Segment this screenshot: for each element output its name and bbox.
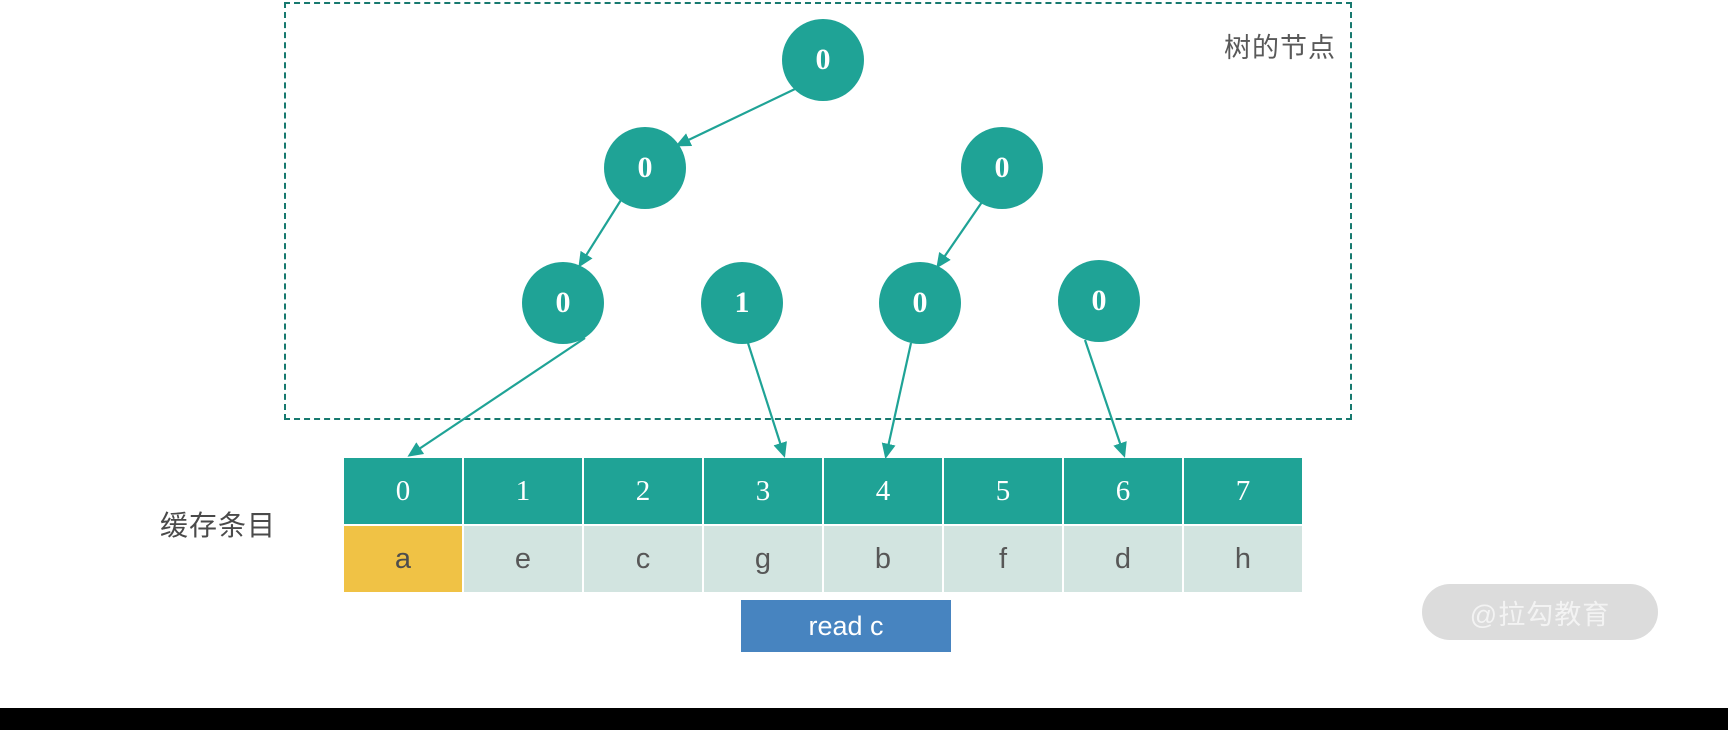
tree-node-l1a: 0 <box>604 127 686 209</box>
tree-node-label: 0 <box>994 151 1010 184</box>
tree-node-l2a: 0 <box>522 262 604 344</box>
cache-index-cell[interactable]: 1 <box>464 458 582 524</box>
tree-region-label: 树的节点 <box>1224 33 1336 63</box>
tree-node-label: 0 <box>637 151 653 184</box>
tree-node-label: 0 <box>912 286 928 319</box>
tree-node-label: 0 <box>555 286 571 319</box>
tree-node-region: 树的节点 <box>284 2 1352 420</box>
cache-index-cell[interactable]: 7 <box>1184 458 1302 524</box>
tree-node-label: 0 <box>815 43 831 76</box>
tree-node-root: 0 <box>782 19 864 101</box>
cache-value-cell[interactable]: h <box>1184 526 1302 592</box>
cache-index-cell[interactable]: 4 <box>824 458 942 524</box>
tree-node-label: 1 <box>734 286 750 319</box>
cache-index-cell[interactable]: 2 <box>584 458 702 524</box>
cache-entries-label: 缓存条目 <box>160 510 277 541</box>
cache-index-cell[interactable]: 0 <box>344 458 462 524</box>
tree-node-l2c: 0 <box>879 262 961 344</box>
cache-value-cell[interactable]: g <box>704 526 822 592</box>
tree-node-l2b: 1 <box>701 262 783 344</box>
cache-index-cell[interactable]: 5 <box>944 458 1062 524</box>
tree-node-l1b: 0 <box>961 127 1043 209</box>
watermark: @拉勾教育 <box>1422 584 1658 640</box>
cache-value-cell[interactable]: b <box>824 526 942 592</box>
cache-value-cell[interactable]: e <box>464 526 582 592</box>
cache-value-cell[interactable]: a <box>344 526 462 592</box>
cache-value-cell[interactable]: c <box>584 526 702 592</box>
read-c-button[interactable]: read c <box>741 600 951 652</box>
bottom-black-bar <box>0 708 1728 730</box>
tree-node-label: 0 <box>1091 284 1107 317</box>
cache-index-cell[interactable]: 3 <box>704 458 822 524</box>
cache-value-cell[interactable]: f <box>944 526 1062 592</box>
cache-value-cell[interactable]: d <box>1064 526 1182 592</box>
tree-node-l2d: 0 <box>1058 260 1140 342</box>
cache-index-cell[interactable]: 6 <box>1064 458 1182 524</box>
